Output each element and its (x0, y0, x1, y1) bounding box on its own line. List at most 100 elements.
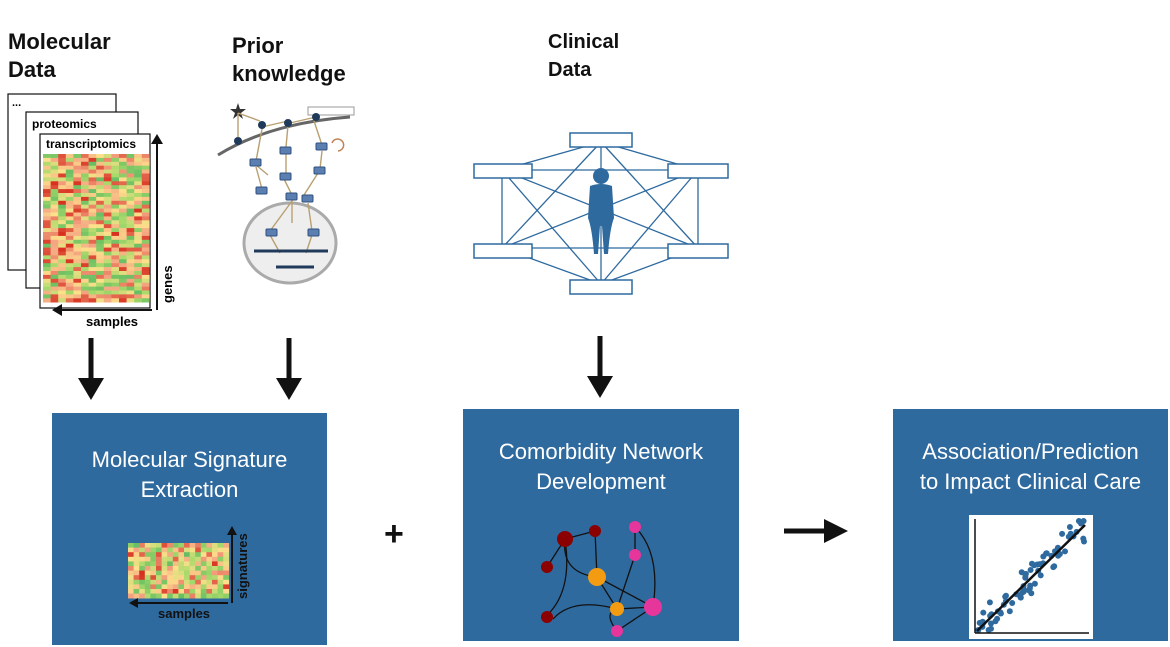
heatmap-cell (141, 181, 150, 186)
heatmap-cell (119, 208, 127, 213)
heatmap-cell (65, 196, 74, 202)
heatmap-cell (103, 208, 112, 213)
heatmap-cell (119, 294, 127, 299)
heatmap-cell (50, 169, 59, 174)
samples-axis-arrowhead (52, 304, 62, 316)
heatmap-cell (212, 561, 218, 567)
heatmap-cell (141, 220, 150, 225)
heatmap-cell (161, 566, 168, 571)
heatmap-cell (65, 157, 74, 163)
heatmap-cell (81, 286, 89, 291)
scatter-point (1066, 524, 1073, 530)
heatmap-cell (58, 224, 67, 229)
heatmap-cell (103, 255, 112, 260)
node-pink-4 (611, 625, 623, 637)
heatmap-cell (184, 561, 190, 567)
heatmap-cell (119, 204, 127, 209)
heatmap-cell (43, 232, 51, 237)
heatmap-cell (195, 547, 202, 553)
heatmap-cell (58, 239, 67, 244)
heatmap-cell (43, 173, 51, 178)
heatmap-cell (167, 584, 174, 590)
heatmap-cell (58, 200, 67, 205)
heatmap-cell (178, 556, 185, 562)
heatmap-cell (133, 575, 140, 581)
heatmap-cell (119, 224, 127, 229)
heatmap-cell (65, 212, 74, 217)
heatmap-cell (58, 181, 67, 186)
heatmap-cell (189, 579, 196, 585)
heatmap-cell (161, 556, 168, 562)
heatmap-cell (223, 543, 230, 548)
heatmap-cell (144, 556, 151, 562)
heatmap-cell (103, 157, 112, 163)
heatmap-cell (111, 247, 120, 252)
heatmap-cell (50, 298, 59, 303)
heatmap-cell (178, 547, 185, 553)
heatmap-cell (134, 173, 143, 178)
heatmap-cell (43, 165, 51, 170)
heatmap-cell (144, 547, 151, 553)
heatmap-cell (156, 575, 162, 581)
scatter-point (1062, 548, 1068, 555)
heatmap-cell (103, 290, 112, 295)
heatmap-cell (111, 193, 120, 198)
heatmap-cell (189, 543, 196, 548)
heatmap-cell (217, 579, 224, 585)
heatmap-cell (139, 543, 146, 548)
heatmap-cell (73, 232, 82, 237)
node-darkred-2 (589, 525, 601, 537)
heatmap-cell (126, 224, 135, 229)
heatmap-cell (88, 286, 97, 291)
heatmap-cell (161, 552, 168, 558)
heatmap-cell (156, 543, 162, 548)
heatmap-cell (103, 173, 112, 178)
heatmap-cell (126, 212, 135, 217)
heatmap-cell (96, 193, 105, 198)
heatmap-cell (139, 579, 146, 585)
heatmap-cell (65, 286, 74, 291)
heatmap-cell (65, 294, 74, 299)
heatmap-cell (126, 263, 135, 268)
heatmap-cell (134, 216, 143, 221)
heatmap-cell (134, 278, 143, 283)
heatmap-cell (141, 290, 150, 295)
heatmap-cell (88, 154, 97, 159)
scatter-point (992, 618, 999, 625)
heatmap-cell (103, 196, 112, 202)
heatmap-cell (43, 239, 51, 244)
heatmap-cell (96, 255, 105, 260)
heatmap-cell (178, 579, 185, 585)
heatmap-cell (134, 204, 143, 209)
heatmap-cell (126, 251, 135, 256)
heatmap-cell (126, 259, 135, 264)
heatmap-cell (172, 570, 179, 576)
heatmap-cell (50, 247, 59, 252)
heatmap-cell (119, 169, 127, 174)
heatmap-cell (144, 579, 151, 585)
heatmap-cell (103, 228, 112, 233)
heatmap-cell (65, 274, 74, 280)
heatmap-cell (50, 251, 59, 256)
heatmap-cell (111, 161, 120, 166)
heatmap-cell (134, 232, 143, 237)
heatmap-cell (134, 169, 143, 174)
heatmap-cell (172, 552, 179, 558)
heatmap-cell (65, 200, 74, 205)
scatter-point (1037, 572, 1044, 579)
heatmap-cell (58, 278, 67, 283)
heatmap-cell (141, 154, 150, 159)
heatmap-cell (103, 154, 112, 159)
heatmap-cell (88, 200, 97, 205)
scatter-point (1027, 582, 1034, 589)
heatmap-cell (223, 547, 230, 553)
heatmap-cell (50, 154, 59, 159)
heatmap-cell (119, 271, 127, 276)
heatmap-cell (88, 165, 97, 170)
heatmap-cell (167, 570, 174, 576)
heatmap-cell (103, 193, 112, 198)
heatmap-cell (111, 204, 120, 209)
heatmap-cell (96, 200, 105, 205)
heatmap-cell (119, 193, 127, 198)
signature-extraction-box: Molecular Signature Extraction samples s… (52, 413, 327, 645)
